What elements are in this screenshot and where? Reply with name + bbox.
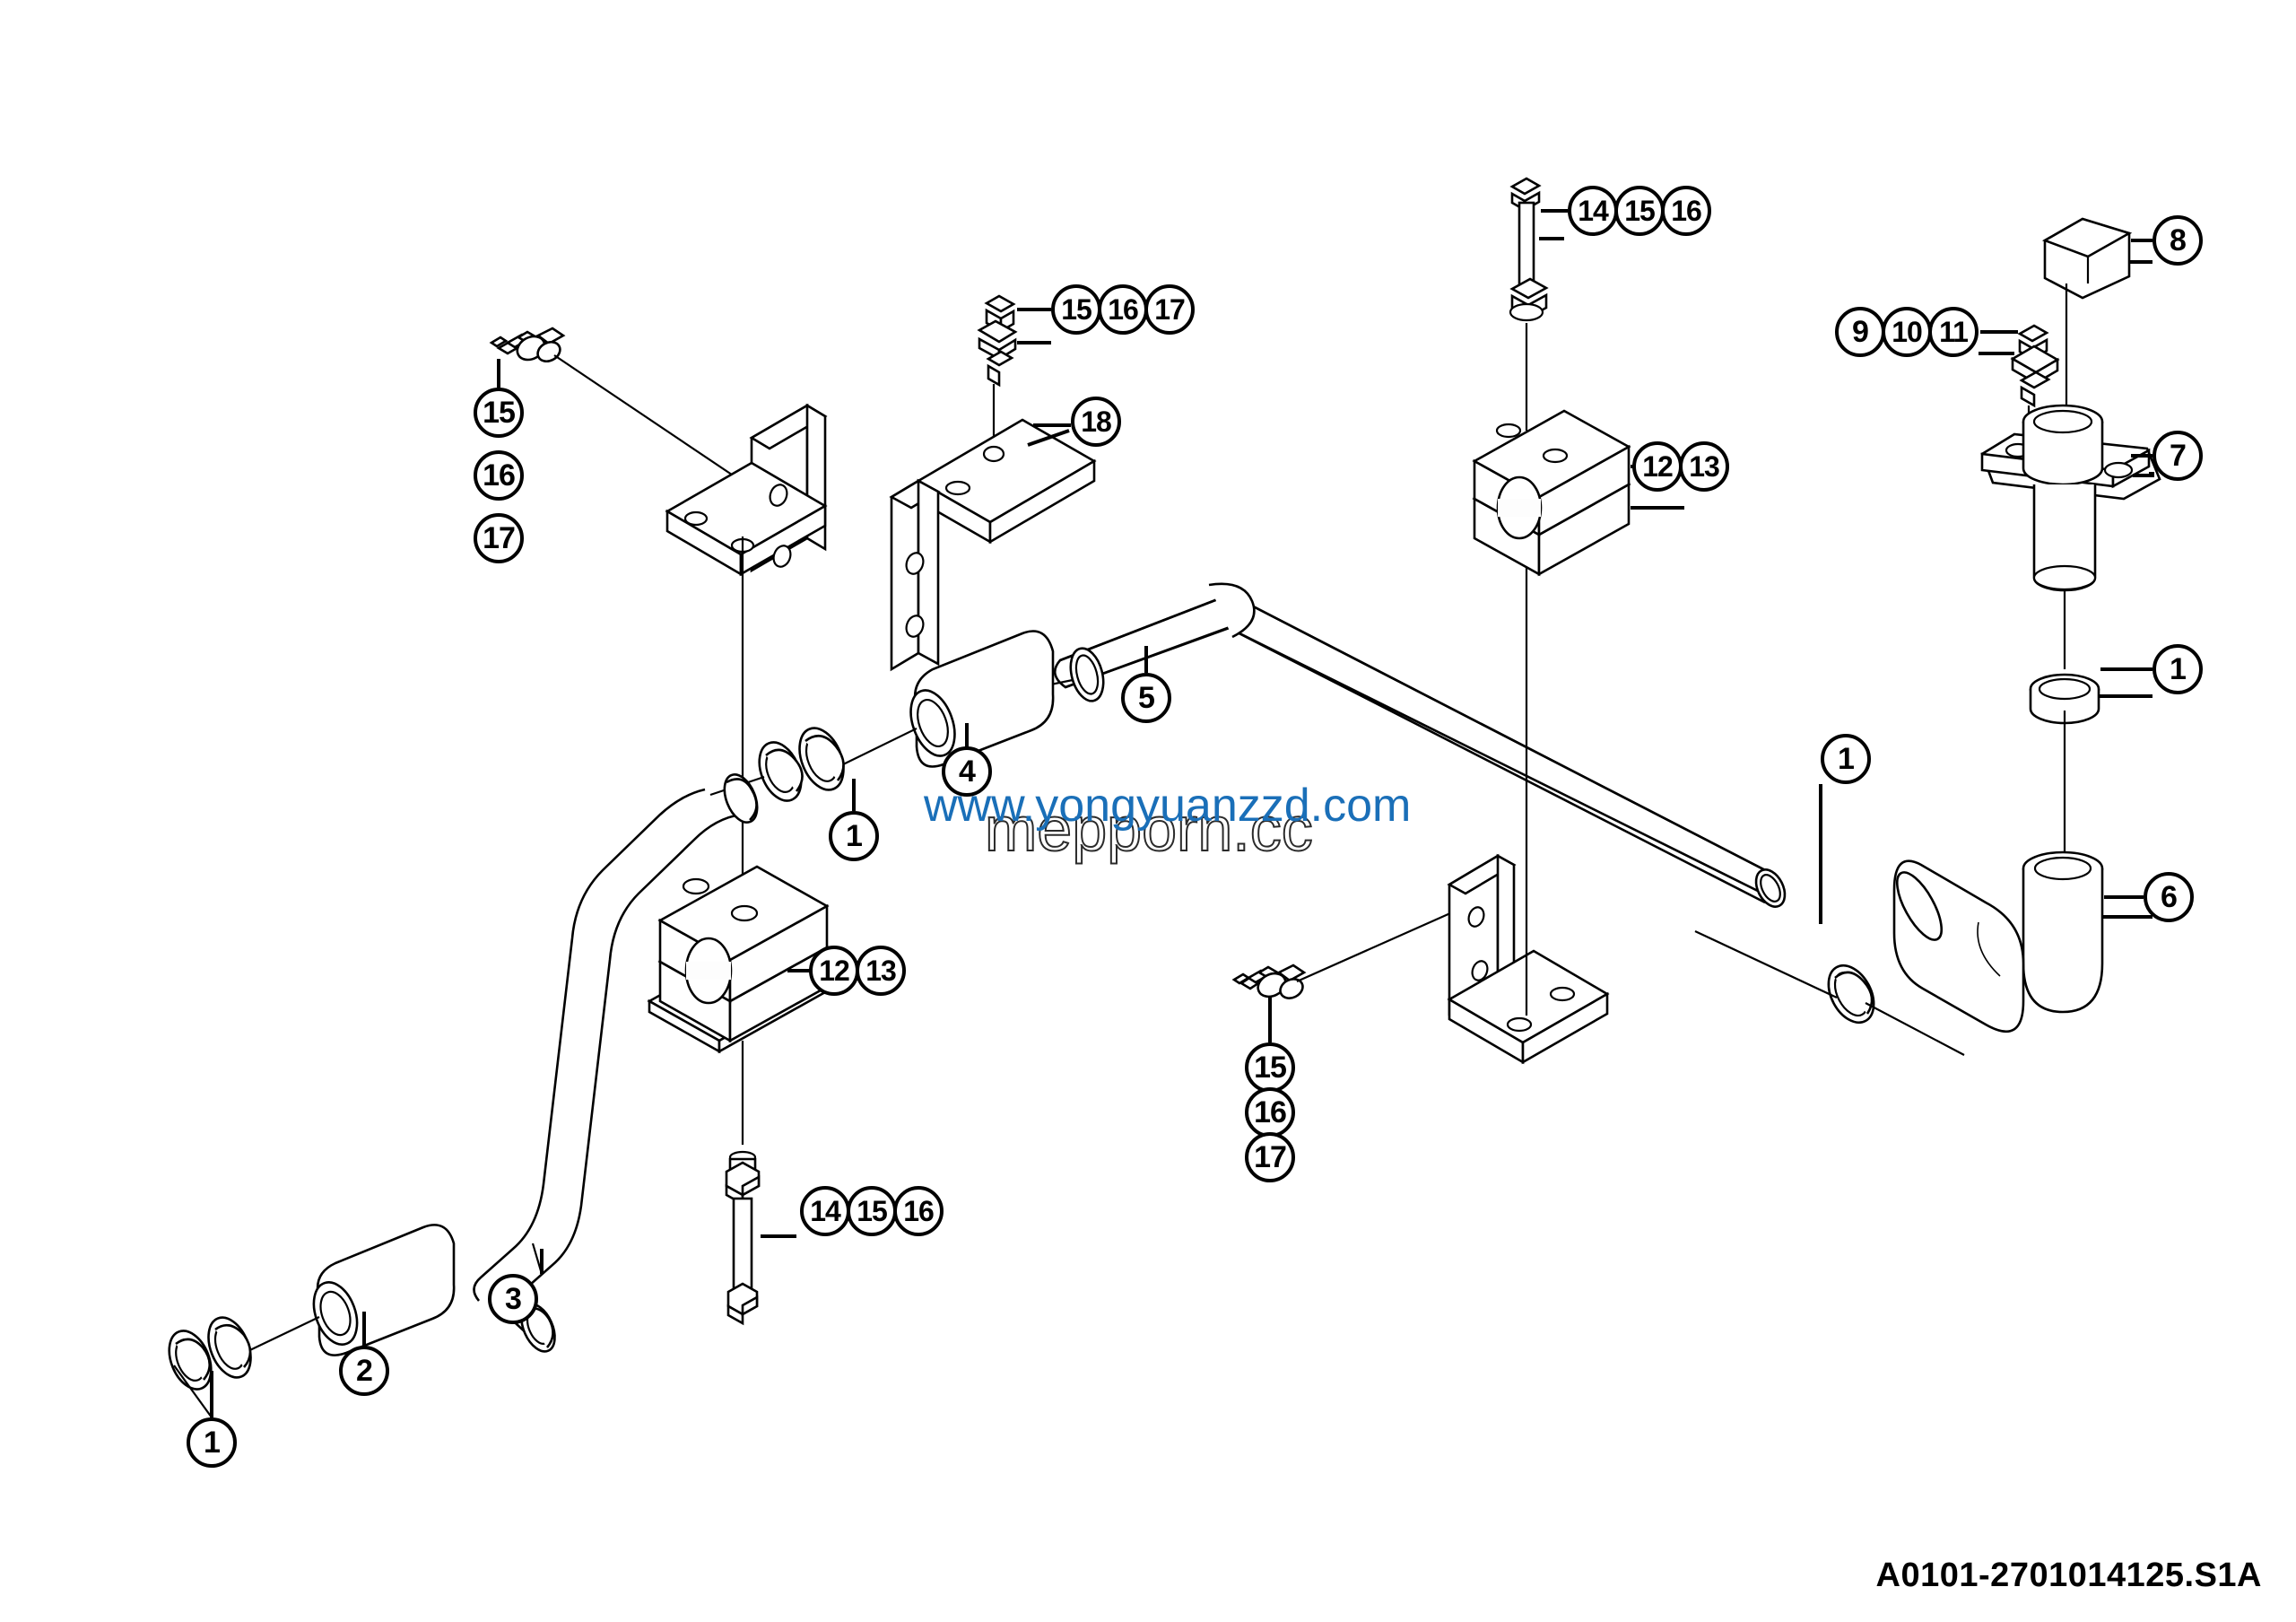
callout-17-top[interactable]: 17	[1144, 284, 1195, 335]
callout-3[interactable]: 3	[488, 1274, 538, 1324]
callout-13-lower[interactable]: 13	[856, 946, 906, 996]
left-angle-bracket	[665, 403, 828, 915]
callout-1-right-lower[interactable]: 1	[1821, 734, 1871, 784]
lower-right-angle-bracket	[1447, 556, 1610, 1065]
flange-housing-7	[1980, 404, 2161, 669]
elbow-fitting-6	[1892, 850, 2152, 1033]
grease-nipple-9-10-11	[1979, 324, 2060, 449]
lower-left-pipe-3	[473, 773, 759, 1353]
watermark-outline: mepporn.cc	[984, 793, 1314, 865]
oring-right-upper	[2029, 673, 2152, 852]
callout-6[interactable]: 6	[2144, 872, 2194, 922]
callout-12-lower[interactable]: 12	[809, 946, 859, 996]
rubber-sleeve-2	[236, 1224, 456, 1357]
bottom-center-bolt-fitting	[1231, 908, 1459, 1042]
callout-15-bottom[interactable]: 15	[1245, 1042, 1295, 1093]
callout-15-top[interactable]: 15	[1051, 284, 1101, 335]
rubber-sleeve-4	[835, 630, 1055, 769]
callout-15-topbolt[interactable]: 15	[1614, 186, 1665, 236]
callout-12-upper[interactable]: 12	[1632, 441, 1683, 492]
callout-16-top[interactable]: 16	[1098, 284, 1148, 335]
oring-right-lower	[1694, 784, 1965, 1056]
top-center-bolt-fitting	[977, 294, 1051, 440]
callout-13-upper[interactable]: 13	[1679, 441, 1729, 492]
callout-17[interactable]: 17	[474, 513, 524, 563]
left-bolt-nut-fitting	[489, 327, 774, 503]
angle-bracket-18	[889, 418, 1097, 672]
callout-16-bottom[interactable]: 16	[1245, 1087, 1295, 1138]
callout-1-center[interactable]: 1	[829, 811, 879, 861]
long-bolt-top	[1509, 177, 1564, 431]
callout-1-right-upper[interactable]: 1	[2152, 644, 2203, 694]
drawing-part-number: A0101-2701014125.S1A	[1875, 1557, 2262, 1594]
callout-11[interactable]: 11	[1928, 307, 1979, 357]
callout-16-lower[interactable]: 16	[893, 1186, 944, 1236]
callout-9[interactable]: 9	[1835, 307, 1885, 357]
callout-18[interactable]: 18	[1071, 397, 1121, 447]
callout-8[interactable]: 8	[2152, 215, 2203, 266]
callout-lead-lines	[1017, 209, 2152, 899]
orings-lower	[168, 1316, 252, 1418]
callout-10[interactable]: 10	[1882, 307, 1932, 357]
callout-14-top[interactable]: 14	[1568, 186, 1618, 236]
pipe-clamp-upper-right	[1472, 409, 1684, 577]
callout-2[interactable]: 2	[339, 1346, 389, 1396]
callout-14-lower[interactable]: 14	[800, 1186, 850, 1236]
callout-1-lower[interactable]: 1	[187, 1417, 237, 1468]
callout-16[interactable]: 16	[474, 450, 524, 501]
callout-5[interactable]: 5	[1121, 673, 1171, 723]
callout-15-lower[interactable]: 15	[847, 1186, 897, 1236]
hex-cap-8	[2041, 217, 2152, 449]
orings-center	[709, 727, 856, 811]
callout-4[interactable]: 4	[942, 746, 992, 797]
watermark-blue: www.yongyuanzzd.com	[924, 780, 1412, 832]
callout-17-bottom[interactable]: 17	[1245, 1132, 1295, 1182]
pipe-clamp-lower-left	[647, 865, 830, 1145]
callout-7[interactable]: 7	[2152, 431, 2203, 481]
callout-16-topbolt[interactable]: 16	[1661, 186, 1711, 236]
callout-15[interactable]: 15	[474, 388, 524, 438]
main-bent-tube-5	[932, 582, 1787, 908]
lower-long-bolt	[725, 1150, 796, 1326]
